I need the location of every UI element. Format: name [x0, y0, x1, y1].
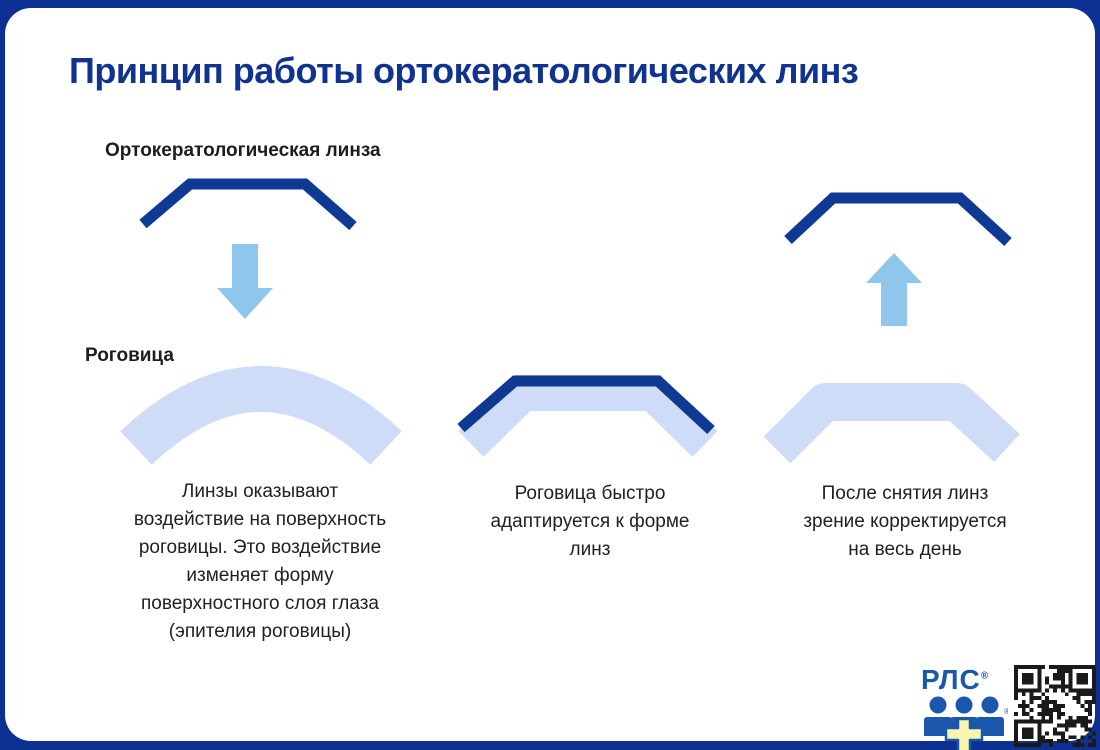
arrow-up-icon — [866, 253, 922, 326]
people-registered-mark: ® — [1004, 707, 1008, 716]
infographic-card: Принцип работы ортокератологических линз… — [5, 8, 1096, 750]
removed-lens-icon — [784, 192, 1012, 247]
registered-mark: ® — [980, 670, 990, 682]
rls-logo-text: РЛС® — [921, 664, 989, 696]
cornea-reshaped-icon — [763, 383, 1020, 464]
ortho-lens-icon — [139, 178, 357, 231]
cornea-curved-icon — [120, 366, 402, 465]
qr-code — [1014, 665, 1096, 747]
page-title: Принцип работы ортокератологических линз — [69, 50, 859, 91]
step-1-caption: Линзы оказывают воздействие на поверхнос… — [133, 481, 387, 642]
ortho-lens-label: Ортокератологическая линза — [105, 140, 381, 161]
step-3-caption: После снятия линз зрение корректируется … — [803, 483, 1007, 560]
rls-people-icon: ® — [924, 696, 1008, 750]
cornea-label: Роговица — [85, 345, 174, 366]
rls-logo-word: РЛС — [921, 664, 981, 695]
lens-on-cornea-icon — [457, 375, 718, 457]
arrow-down-icon — [217, 244, 273, 319]
step-2-caption: Роговица быстро адаптируется к форме лин… — [490, 483, 690, 560]
